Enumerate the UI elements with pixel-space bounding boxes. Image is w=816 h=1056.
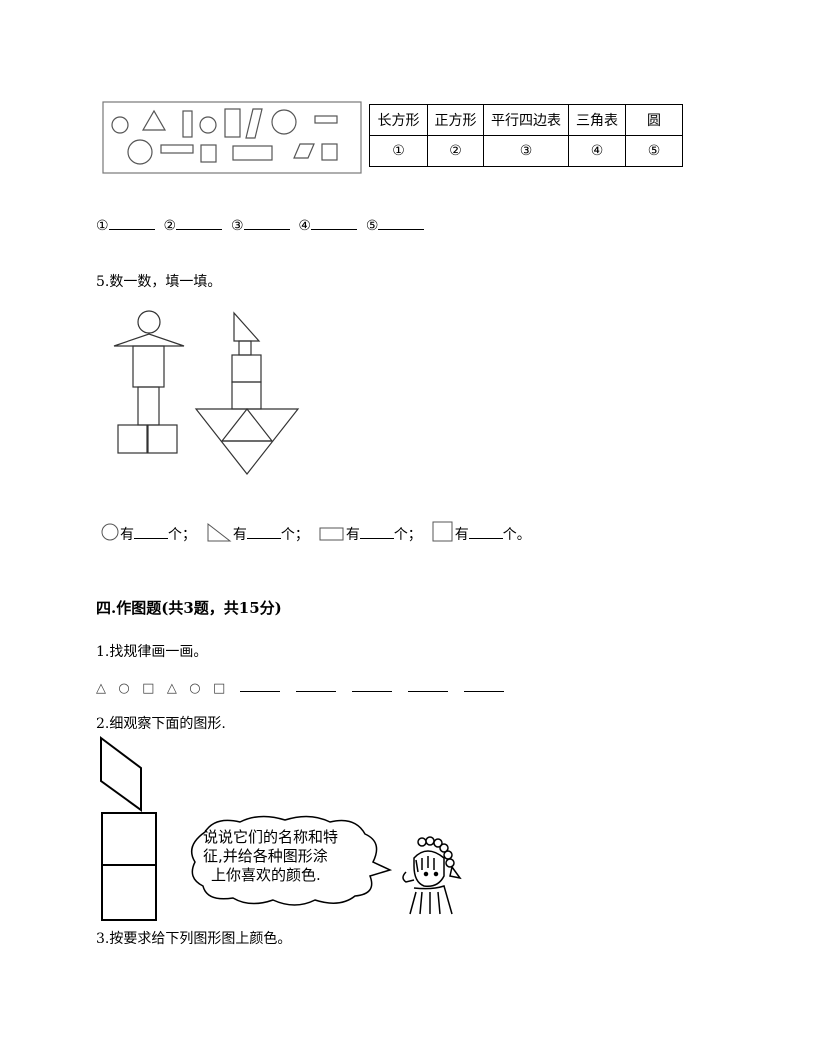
count-blank[interactable]: [246, 524, 281, 539]
pattern-blank[interactable]: [408, 677, 448, 692]
count-label: 个；: [168, 527, 196, 543]
header-parallelogram: 平行四边表: [483, 104, 569, 136]
question-2-title: 2.细观察下面的图形.: [96, 716, 226, 732]
number-cell: ⑤: [625, 135, 683, 167]
pattern-item: ○: [189, 681, 201, 696]
count-label: 有: [454, 527, 469, 543]
pattern-blank[interactable]: [351, 677, 392, 692]
pattern-blank[interactable]: [295, 677, 336, 692]
answer-label: ③: [230, 218, 244, 234]
classification-table: 长方形 正方形 平行四边表 三角表 圆 ① ② ③ ④ ⑤: [369, 104, 683, 167]
triangle-icon: [207, 522, 232, 542]
answer-blank[interactable]: [108, 215, 155, 230]
count-blank[interactable]: [468, 524, 503, 539]
count-label: 个。: [502, 527, 531, 543]
section-title: 四.作图题(共3题，共15分): [96, 599, 282, 617]
header-circle: 圆: [625, 104, 683, 136]
header-square: 正方形: [427, 104, 484, 136]
speech-line: 说说它们的名称和特: [203, 828, 339, 846]
answer-blank[interactable]: [243, 215, 290, 230]
girl-illustration: [402, 836, 462, 915]
answer-label: ④: [298, 218, 311, 234]
number-cell: ①: [369, 135, 428, 167]
number-cell: ②: [427, 135, 484, 167]
pattern-item: ○: [118, 681, 130, 696]
rectangle-icon: [319, 527, 344, 541]
count-label: 有: [120, 527, 134, 543]
square-icon: [432, 521, 453, 542]
count-line: 有 个； 有 个； 有 个； 有 个。: [100, 520, 531, 550]
number-cell: ④: [568, 135, 626, 167]
answer-label: ②: [163, 218, 177, 234]
question-1-title: 1.找规律画一画。: [96, 644, 208, 660]
count-blank[interactable]: [134, 524, 168, 539]
speech-cloud: [190, 815, 393, 906]
answer-label: ①: [96, 218, 109, 234]
pattern-blank[interactable]: [239, 677, 280, 692]
pattern-item: □: [142, 681, 155, 696]
parallelogram-squares-figure: [100, 736, 157, 921]
answer-blank[interactable]: [378, 215, 425, 230]
count-blank[interactable]: [359, 524, 394, 539]
speech-text: 说说它们的名称和特 征,并给各种图形涂 上你喜欢的颜色.: [203, 828, 338, 885]
header-rectangle: 长方形: [369, 104, 428, 136]
circle-icon: [101, 523, 119, 541]
shapes-collection-figure: [102, 101, 362, 174]
count-label: 个；: [393, 527, 422, 543]
answer-blank[interactable]: [176, 215, 223, 230]
question-5-title: 5.数一数，填一填。: [96, 274, 222, 290]
pattern-item: △: [166, 681, 177, 696]
pattern-row: △ ○ □ △ ○ □: [96, 677, 505, 696]
count-label: 个；: [280, 527, 309, 543]
question-3-title: 3.按要求给下列图形图上颜色。: [96, 931, 292, 947]
pattern-blank[interactable]: [464, 677, 505, 692]
answer-line: ① ② ③ ④ ⑤: [96, 215, 425, 234]
speech-line: 征,并给各种图形涂: [203, 847, 328, 865]
number-cell: ③: [483, 135, 569, 167]
count-label: 有: [232, 527, 247, 543]
shape-figures: [113, 310, 300, 475]
pattern-item: □: [213, 681, 226, 696]
answer-label: ⑤: [365, 218, 379, 234]
answer-blank[interactable]: [310, 215, 357, 230]
speech-line: 上你喜欢的颜色.: [211, 866, 321, 884]
count-label: 有: [345, 527, 360, 543]
pattern-item: △: [96, 681, 106, 696]
header-triangle: 三角表: [568, 104, 626, 136]
